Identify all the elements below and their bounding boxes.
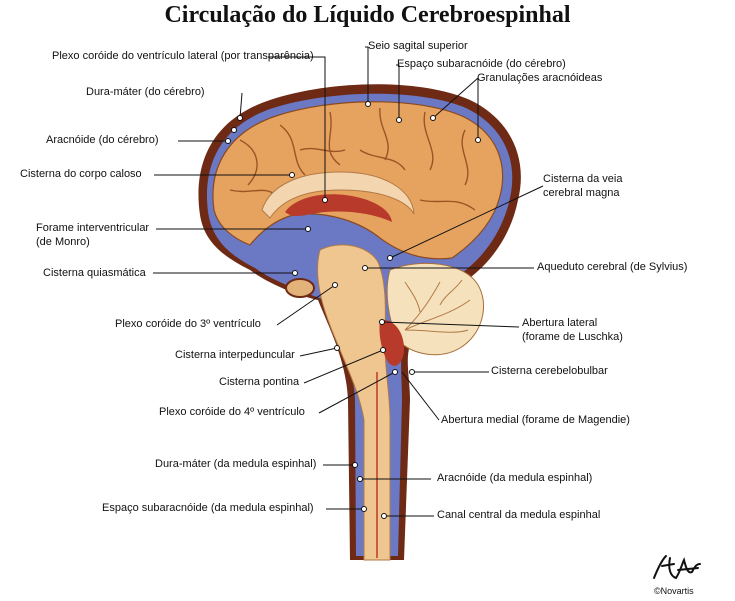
label-forame-2: (de Monro): [36, 236, 90, 248]
label-canal-central: Canal central da medula espinhal: [437, 509, 601, 521]
label-plexo-3: Plexo coróide do 3º ventrículo: [115, 318, 261, 330]
label-cisterna-pontina: Cisterna pontina: [219, 376, 300, 388]
label-cisterna-corpo-caloso: Cisterna do corpo caloso: [20, 168, 142, 180]
label-abertura-lateral-1: Abertura lateral: [522, 317, 598, 329]
label-plexo-lateral: Plexo coróide do ventrículo lateral (por…: [52, 50, 314, 62]
pointer-dots: [225, 101, 481, 519]
netter-signature: [653, 555, 701, 580]
label-dura-cerebro: Dura-máter (do cérebro): [86, 86, 205, 98]
brainstem: [317, 244, 391, 561]
label-abertura-lateral-2: (forame de Luschka): [522, 331, 623, 343]
label-cisterna-veia-1: Cisterna da veia: [543, 173, 623, 185]
label-dura-medula: Dura-máter (da medula espinhal): [155, 458, 317, 470]
label-aracnoide-cerebro: Aracnóide (do cérebro): [46, 134, 159, 146]
label-aracnoide-medula: Aracnóide (da medula espinhal): [437, 472, 593, 484]
label-espaco-sub-cerebro: Espaço subaracnóide (do cérebro): [397, 58, 566, 70]
label-cisterna-quiasmatica: Cisterna quiasmática: [43, 267, 146, 279]
label-seio-sagital: Seio sagital superior: [368, 40, 468, 52]
fourth-ventricle: [379, 319, 405, 366]
label-aqueduto: Aqueduto cerebral (de Sylvius): [537, 261, 688, 273]
label-granulacoes: Granulações aracnóideas: [477, 72, 603, 84]
gyri-lines: [229, 107, 476, 211]
label-abertura-medial: Abertura medial (forame de Magendie): [441, 414, 630, 426]
arbor-vitae: [404, 279, 471, 333]
corpus-callosum: [261, 171, 415, 219]
label-cisterna-cerebelobulbar: Cisterna cerebelobulbar: [491, 365, 608, 377]
label-cisterna-veia-2: cerebral magna: [543, 187, 620, 199]
lateral-ventricle: [285, 194, 392, 222]
pointer-lines: [153, 46, 544, 517]
optic-chiasm: [285, 278, 315, 298]
label-plexo-4: Plexo coróide do 4º ventrículo: [159, 406, 305, 418]
label-forame-1: Forame interventricular: [36, 222, 150, 234]
label-cisterna-interpeduncular: Cisterna interpeduncular: [175, 349, 295, 361]
label-espaco-sub-medula: Espaço subaracnóide (da medula espinhal): [102, 502, 314, 514]
page-title: Circulação do Líquido Cerebroespinhal: [164, 2, 571, 28]
copyright-text: ©Novartis: [654, 586, 694, 596]
